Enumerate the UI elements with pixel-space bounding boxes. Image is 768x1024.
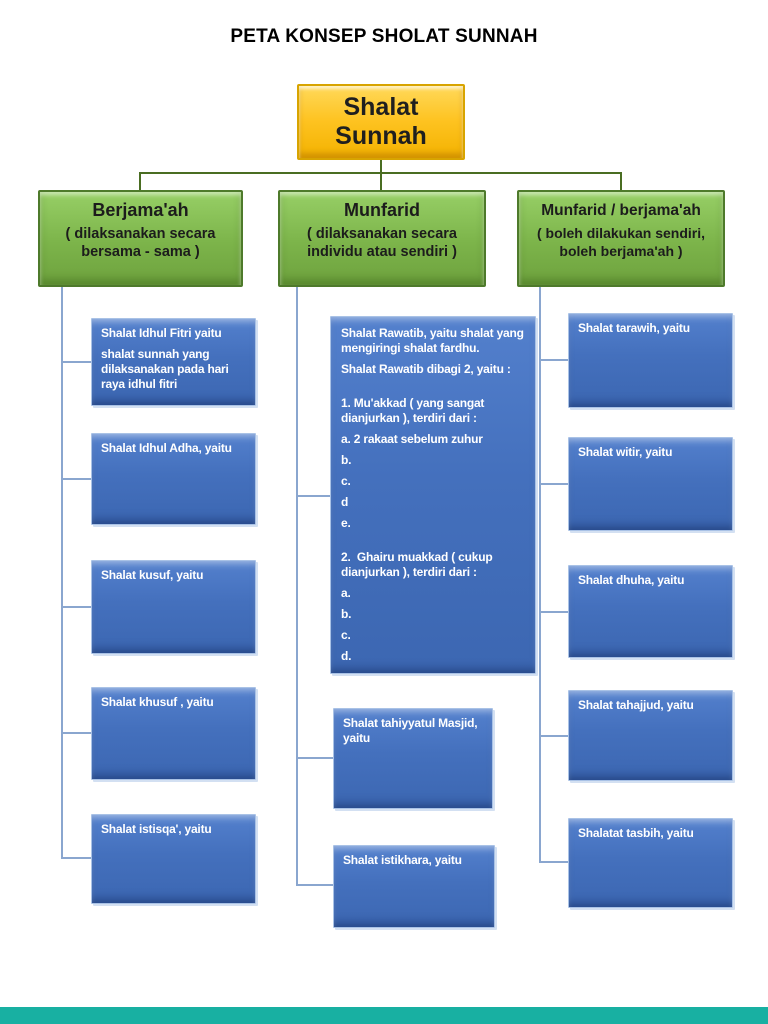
node-shalat-khusuf: Shalat khusuf , yaitu (91, 687, 256, 780)
node-shalat-dhuha: Shalat dhuha, yaitu (568, 565, 733, 658)
branch-title: Munfarid / berjama'ah (541, 202, 701, 219)
connector-col1-vline (61, 287, 63, 859)
node-shalat-witir: Shalat witir, yaitu (568, 437, 733, 531)
branch-node-berjamaah: Berjama'ah ( dilaksanakan secara bersama… (38, 190, 243, 287)
connector-col1-elbow5 (61, 857, 91, 859)
node-shalat-kusuf: Shalat kusuf, yaitu (91, 560, 256, 654)
branch-subtitle: ( boleh dilakukan sendiri, boleh berjama… (536, 225, 706, 259)
connector-col3-elbow2 (539, 483, 568, 485)
connector-col3-vline (539, 287, 541, 863)
branch-subtitle: ( dilaksanakan secara individu atau send… (307, 226, 457, 261)
connector-branch2-drop (380, 172, 382, 191)
connector-branch3-drop (620, 172, 622, 191)
footer-bar (0, 1007, 768, 1024)
node-shalat-istikhara: Shalat istikhara, yaitu (333, 845, 495, 928)
branch-node-munfarid-berjamaah: Munfarid / berjama'ah ( boleh dilakukan … (517, 190, 725, 287)
node-shalat-idhul-adha: Shalat Idhul Adha, yaitu (91, 433, 256, 525)
branch-subtitle: ( dilaksanakan secara bersama - sama ) (65, 226, 216, 261)
node-shalat-tarawih: Shalat tarawih, yaitu (568, 313, 733, 408)
connector-col3-elbow5 (539, 861, 568, 863)
page-title: PETA KONSEP SHOLAT SUNNAH (230, 26, 538, 47)
node-shalat-rawatib: Shalat Rawatib, yaitu shalat yang mengir… (330, 316, 536, 674)
root-node-shalat-sunnah: Shalat Sunnah (297, 84, 465, 160)
root-node-label: Shalat Sunnah (335, 93, 427, 150)
branch-node-munfarid: Munfarid ( dilaksanakan secara individu … (278, 190, 486, 287)
connector-col3-elbow3 (539, 611, 568, 613)
connector-col2-elbow3 (296, 884, 333, 886)
node-shalat-tahiyyatul-masjid: Shalat tahiyyatul Masjid, yaitu (333, 708, 493, 809)
connector-col2-vline (296, 287, 298, 886)
connector-col1-elbow3 (61, 606, 91, 608)
node-shalat-tasbih: Shalatat tasbih, yaitu (568, 818, 733, 908)
connector-col2-elbow1 (296, 495, 330, 497)
connector-col3-elbow1 (539, 359, 568, 361)
connector-col2-elbow2 (296, 757, 333, 759)
node-shalat-istisqa: Shalat istisqa', yaitu (91, 814, 256, 904)
connector-col1-elbow1 (61, 361, 91, 363)
connector-branch1-drop (139, 172, 141, 191)
branch-title: Berjama'ah (92, 200, 189, 220)
connector-col3-elbow4 (539, 735, 568, 737)
connector-col1-elbow4 (61, 732, 91, 734)
node-shalat-tahajjud: Shalat tahajjud, yaitu (568, 690, 733, 781)
branch-title: Munfarid (344, 200, 420, 220)
connector-root-stem (380, 159, 382, 173)
connector-col1-elbow2 (61, 478, 91, 480)
